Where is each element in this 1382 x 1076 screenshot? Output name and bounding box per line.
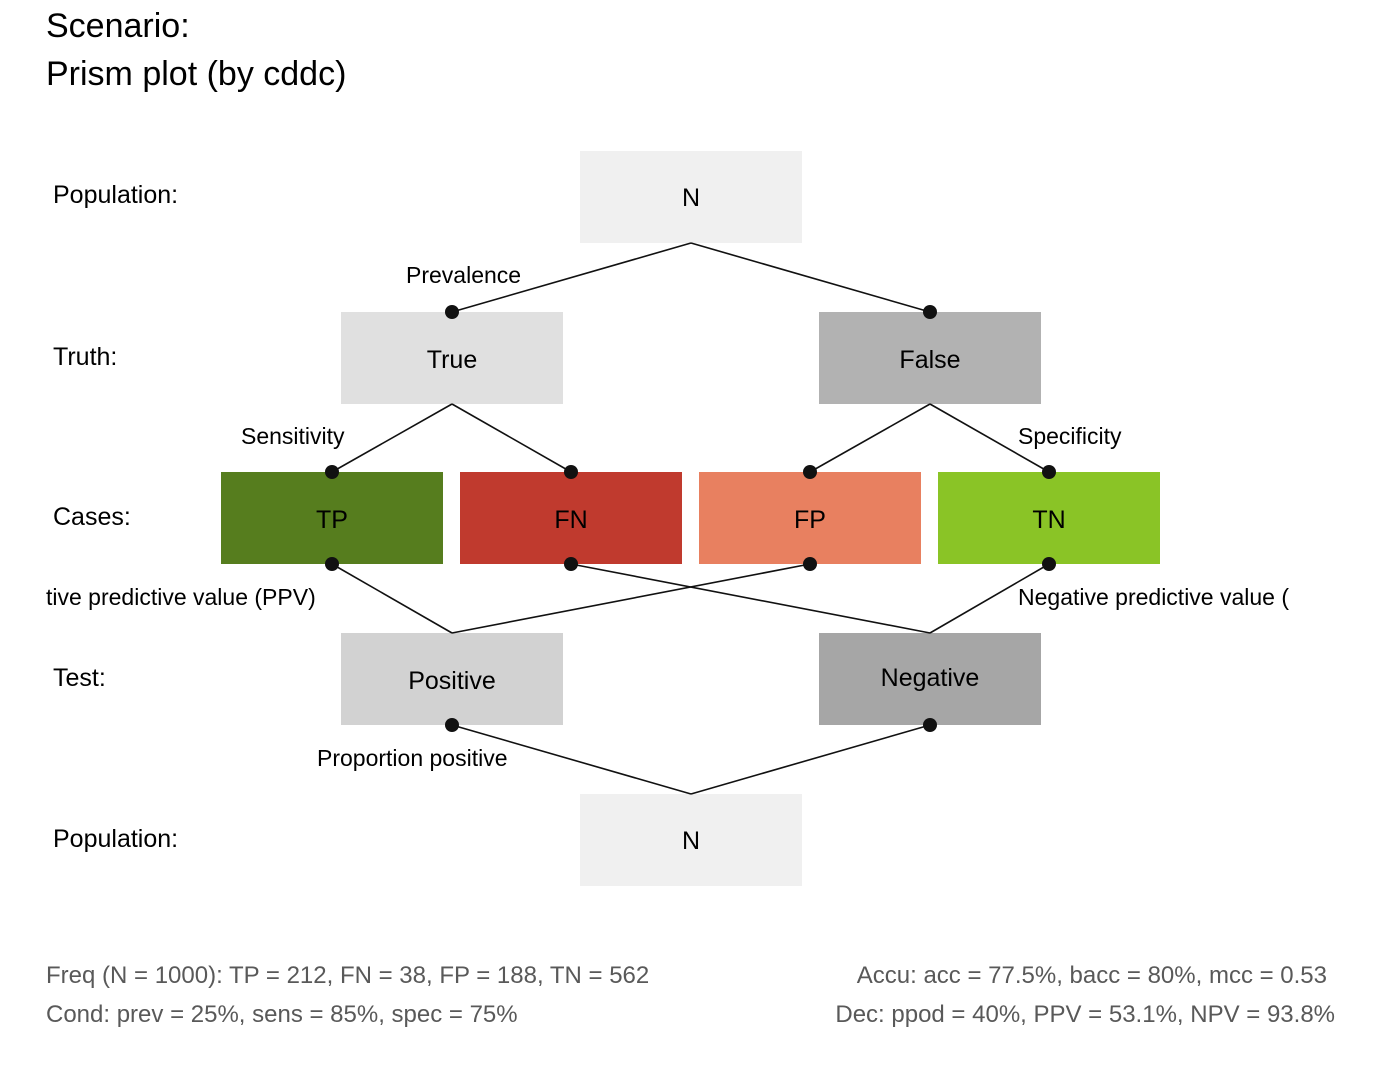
row-label-population-bottom: Population: bbox=[53, 825, 178, 853]
edges bbox=[331, 242, 1050, 795]
box-n-bottom-label: N bbox=[682, 827, 700, 855]
edge-label-specificity: Specificity bbox=[1018, 423, 1122, 449]
box-cond-true-label: True bbox=[427, 346, 477, 374]
dot-negative-bottom bbox=[923, 718, 937, 732]
dot-fn-bottom bbox=[564, 557, 578, 571]
box-n-bottom bbox=[580, 794, 802, 886]
box-dec-negative bbox=[819, 633, 1041, 725]
box-n-top-label: N bbox=[682, 184, 700, 212]
edge-label-ppv: tive predictive value (PPV) bbox=[46, 584, 316, 610]
edge-false-to-tn bbox=[929, 403, 1050, 473]
box-dec-negative-label: Negative bbox=[881, 664, 980, 692]
edge-n-to-true bbox=[451, 242, 692, 313]
dot-fp-bottom bbox=[803, 557, 817, 571]
box-tp-label: TP bbox=[316, 506, 348, 534]
edge-true-to-tp bbox=[331, 403, 453, 473]
edge-true-to-fn bbox=[451, 403, 572, 473]
dot-tn-bottom bbox=[1042, 557, 1056, 571]
box-tn bbox=[938, 472, 1160, 564]
box-tn-label: TN bbox=[1032, 506, 1065, 534]
edge-negative-to-n bbox=[690, 724, 931, 795]
edge-endpoints bbox=[325, 305, 1056, 732]
edge-positive-to-n bbox=[451, 724, 692, 795]
edge-label-prevalence: Prevalence bbox=[406, 262, 521, 288]
dot-tn-top bbox=[1042, 465, 1056, 479]
edge-label-npv: Negative predictive value ( bbox=[1018, 584, 1289, 610]
box-cond-false bbox=[819, 312, 1041, 404]
row-label-truth: Truth: bbox=[53, 343, 117, 371]
row-label-test: Test: bbox=[53, 664, 106, 692]
row-label-cases: Cases: bbox=[53, 503, 131, 531]
box-cond-false-label: False bbox=[899, 346, 960, 374]
box-fp-label: FP bbox=[794, 506, 826, 534]
footer-freq: Freq (N = 1000): TP = 212, FN = 38, FP =… bbox=[46, 962, 649, 989]
dot-tp-bottom bbox=[325, 557, 339, 571]
edge-tp-to-positive bbox=[331, 563, 453, 634]
edge-tn-to-negative bbox=[929, 563, 1050, 634]
dot-tp-top bbox=[325, 465, 339, 479]
edge-label-proportion-positive: Proportion positive bbox=[317, 745, 508, 771]
dot-false-top bbox=[923, 305, 937, 319]
footer-accu: Accu: acc = 77.5%, bacc = 80%, mcc = 0.5… bbox=[857, 962, 1327, 989]
edge-false-to-fp bbox=[809, 403, 931, 473]
dot-fn-top bbox=[564, 465, 578, 479]
footer-cond: Cond: prev = 25%, sens = 85%, spec = 75% bbox=[46, 1001, 518, 1028]
row-label-population-top: Population: bbox=[53, 181, 178, 209]
box-fn bbox=[460, 472, 682, 564]
box-dec-positive bbox=[341, 633, 563, 725]
box-dec-positive-label: Positive bbox=[408, 667, 496, 695]
footer-dec: Dec: ppod = 40%, PPV = 53.1%, NPV = 93.8… bbox=[835, 1001, 1335, 1028]
box-n-top bbox=[580, 151, 802, 243]
title-line-2: Prism plot (by cddc) bbox=[46, 55, 346, 93]
edge-n-to-false bbox=[690, 242, 931, 313]
box-fp bbox=[699, 472, 921, 564]
box-tp bbox=[221, 472, 443, 564]
dot-positive-bottom bbox=[445, 718, 459, 732]
box-fn-label: FN bbox=[554, 506, 587, 534]
title-line-1: Scenario: bbox=[46, 7, 190, 45]
dot-fp-top bbox=[803, 465, 817, 479]
dot-true-top bbox=[445, 305, 459, 319]
edge-fp-to-positive bbox=[451, 563, 811, 634]
box-cond-true bbox=[341, 312, 563, 404]
edge-fn-to-negative bbox=[570, 563, 931, 634]
edge-label-sensitivity: Sensitivity bbox=[241, 423, 345, 449]
